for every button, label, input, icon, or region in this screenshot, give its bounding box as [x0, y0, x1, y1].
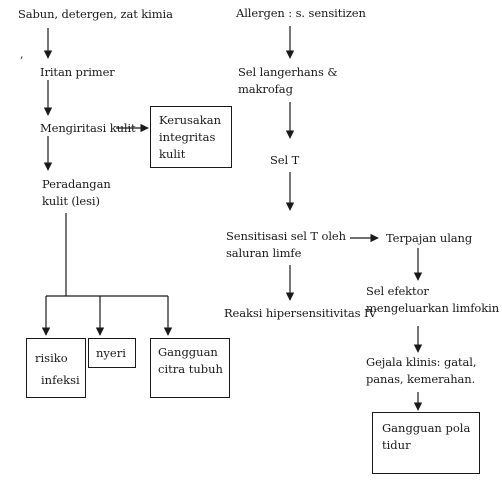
risiko-line-1: risiko — [35, 351, 68, 365]
peradangan-line-2: kulit (lesi) — [42, 194, 100, 208]
node-sel-langerhans: Sel langerhans & makrofag — [238, 64, 338, 98]
gejala-line-1: Gejala klinis: gatal, — [366, 355, 477, 369]
peradangan-line-1: Peradangan — [42, 177, 111, 191]
node-kerusakan-integritas-kulit: Kerusakan integritas kulit — [150, 106, 232, 168]
kerusakan-line-1: Kerusakan — [159, 113, 221, 127]
node-reaksi-hipersensitivitas: Reaksi hipersensitivitas IV — [224, 306, 377, 320]
efektor-line-2: mengeluarkan limfokin — [366, 301, 500, 315]
node-peradangan-kulit: Peradangan kulit (lesi) — [42, 176, 111, 210]
efektor-line-1: Sel efektor — [366, 284, 429, 298]
kerusakan-line-2: integritas — [159, 130, 216, 144]
stray-mark: , — [20, 48, 24, 61]
kerusakan-line-3: kulit — [159, 147, 186, 161]
node-mengiritasi-kulit: Mengiritasi kulit — [40, 121, 136, 135]
sensitisasi-line-2: saluran limfe — [226, 246, 302, 260]
node-allergen: Allergen : s. sensitizen — [236, 6, 366, 20]
langerhans-line-1: Sel langerhans & — [238, 65, 338, 79]
node-gangguan-pola-tidur: Gangguan pola tidur — [372, 412, 480, 474]
node-sel-efektor: Sel efektor mengeluarkan limfokin — [366, 283, 499, 317]
langerhans-line-2: makrofag — [238, 82, 293, 96]
gangguan-tidur-line-2: tidur — [382, 438, 411, 452]
node-nyeri: nyeri — [88, 338, 136, 368]
gejala-line-2: panas, kemerahan. — [366, 372, 476, 386]
node-sel-t: Sel T — [270, 153, 300, 167]
gangguan-citra-line-2: citra tubuh — [158, 362, 223, 376]
node-sabun: Sabun, detergen, zat kimia — [18, 7, 173, 21]
sensitisasi-line-1: Sensitisasi sel T oleh — [226, 229, 346, 243]
gangguan-citra-line-1: Gangguan — [158, 345, 218, 359]
node-sensitisasi-sel-t: Sensitisasi sel T oleh saluran limfe — [226, 228, 346, 262]
node-gejala-klinis: Gejala klinis: gatal, panas, kemerahan. — [366, 354, 476, 388]
node-terpajan-ulang: Terpajan ulang — [386, 231, 473, 245]
node-risiko-infeksi: risiko infeksi — [26, 338, 86, 398]
node-gangguan-citra-tubuh: Gangguan citra tubuh — [150, 338, 230, 398]
node-iritan-primer: Iritan primer — [40, 65, 115, 79]
risiko-line-2: infeksi — [41, 373, 80, 387]
gangguan-tidur-line-1: Gangguan pola — [382, 421, 471, 435]
